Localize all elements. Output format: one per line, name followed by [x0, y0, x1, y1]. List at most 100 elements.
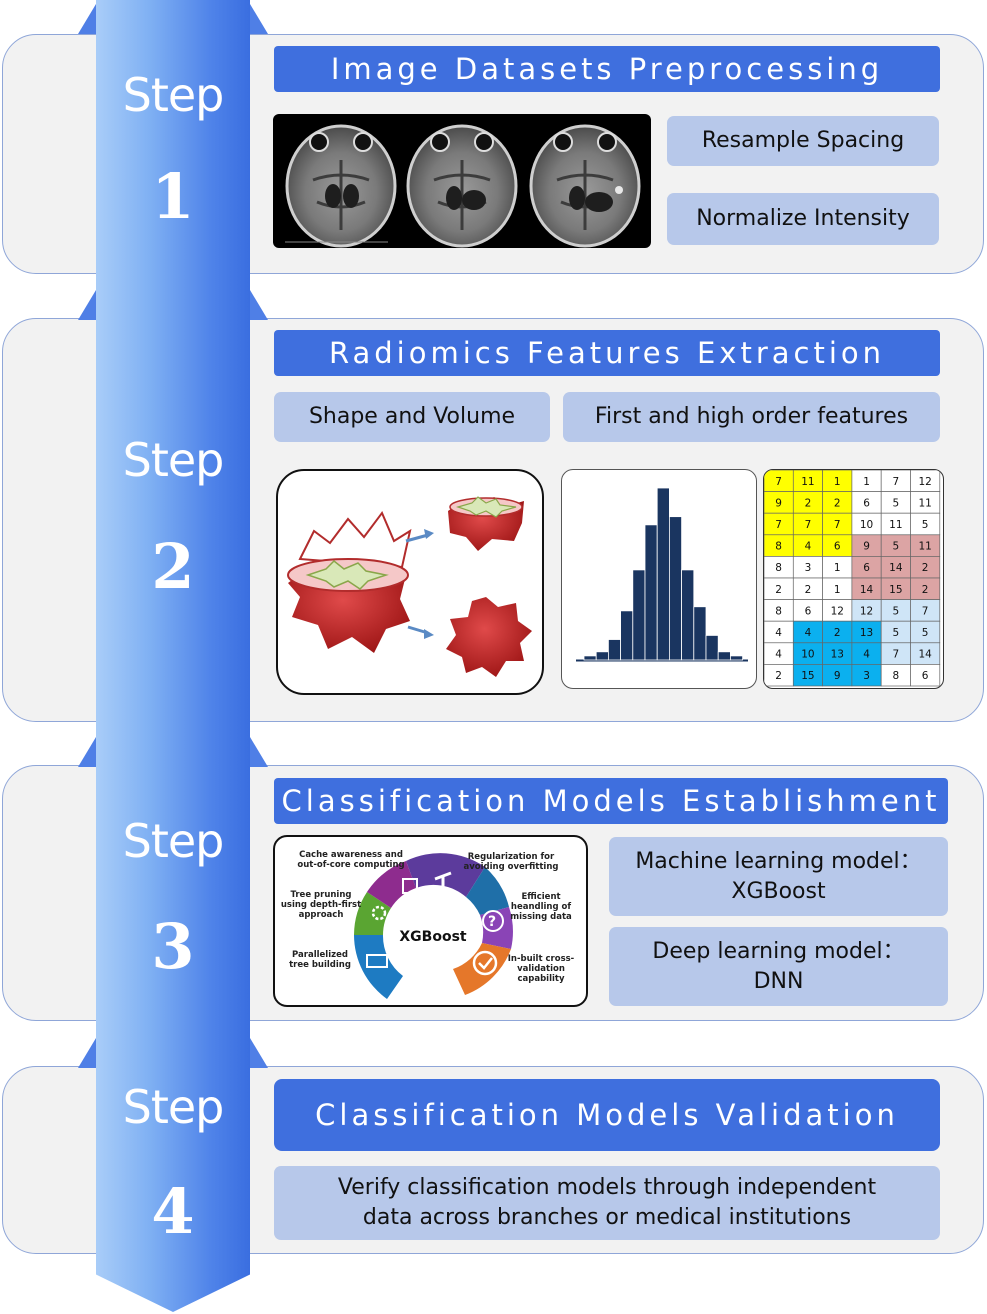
matrix-cell-value: 14 — [860, 584, 874, 596]
feature-parallel-2: tree building — [289, 960, 351, 970]
normalize-intensity-item: Normalize Intensity — [667, 193, 939, 245]
arrow-1-left-wing — [78, 4, 96, 34]
matrix-cell-value: 8 — [893, 670, 900, 682]
matrix-cell-value: 7 — [775, 519, 782, 531]
matrix-cell-value: 9 — [863, 541, 870, 553]
matrix-cell-value: 13 — [860, 627, 873, 639]
xgboost-segment-6 — [453, 943, 511, 995]
matrix-cell-value: 5 — [893, 497, 900, 509]
arrow-3-left-wing — [78, 737, 96, 767]
matrix-cell-value: 8 — [775, 541, 782, 553]
feature-crossval-3: capability — [517, 974, 564, 984]
matrix-cell-value: 14 — [889, 562, 903, 574]
matrix-cell-value: 9 — [834, 670, 841, 682]
machine-learning-model-item: Machine learning model： XGBoost — [609, 837, 948, 916]
validation-line-2: data across branches or medical institut… — [362, 1205, 852, 1230]
arrow-1-right-wing — [250, 4, 268, 34]
step-2-word: Step — [122, 433, 225, 487]
matrix-cell-value: 11 — [918, 541, 931, 553]
xgboost-segment-2 — [367, 861, 416, 908]
question-icon — [482, 910, 504, 932]
step-4-word: Step — [122, 1080, 225, 1134]
monitor-icon — [366, 954, 388, 968]
mri-image-strip — [273, 114, 651, 248]
feature-crossval-1: In-built cross- — [508, 954, 575, 964]
histogram-bar — [681, 569, 695, 661]
shape-volume-diagram — [287, 496, 532, 677]
validation-description-item: Verify classification models through ind… — [274, 1166, 940, 1240]
step-1-arrow — [96, 0, 250, 330]
step-1-word: Step — [122, 68, 225, 122]
arrow-2-left-wing — [78, 290, 96, 320]
histogram-bar — [656, 487, 670, 661]
resample-spacing-item: Resample Spacing — [667, 116, 939, 166]
gavel-icon — [434, 871, 452, 893]
matrix-cell-value: 13 — [831, 649, 844, 661]
matrix-cell-value: 6 — [863, 562, 870, 574]
feature-cache-2: out-of-core computing — [297, 860, 404, 870]
histogram-bar — [693, 606, 707, 661]
histogram-bar — [644, 524, 658, 661]
first-high-order-features-item: First and high order features — [563, 392, 940, 442]
step-4-arrow — [96, 1034, 250, 1312]
matrix-cell-value: 4 — [805, 541, 812, 553]
xgboost-illustration: ? XGBoost Cache awareness and out-of-cor… — [273, 835, 588, 1007]
shape-illustration — [276, 469, 544, 695]
shape-volume-item: Shape and Volume — [274, 392, 550, 442]
matrix-cell-value: 3 — [863, 670, 870, 682]
matrix-cell-value: 2 — [775, 584, 782, 596]
feature-parallel-1: Parallelized — [292, 950, 348, 960]
arrow-3-right-wing — [250, 737, 268, 767]
matrix-cell-value: 7 — [775, 476, 782, 488]
matrix-cell-value: 2 — [775, 670, 782, 682]
step-3-arrow — [96, 733, 250, 1078]
matrix-cell-value: 2 — [922, 584, 929, 596]
matrix-cell — [910, 664, 941, 687]
matrix-cell-value: 7 — [922, 605, 929, 617]
dl-model-line-1: Deep learning model： — [652, 938, 905, 964]
matrix-cell-value: 7 — [893, 476, 900, 488]
step-3-number: 3 — [151, 910, 195, 983]
ml-model-line-2: XGBoost — [731, 878, 826, 904]
ml-model-line-1: Machine learning model： — [635, 848, 922, 874]
step-3-title: Classification Models Establishment — [274, 778, 948, 824]
matrix-cell-value: 7 — [805, 519, 812, 531]
step-3-word: Step — [122, 814, 225, 868]
matrix-cell-value: 1 — [834, 584, 841, 596]
xgboost-segment-5 — [480, 907, 513, 949]
arrow-4-left-wing — [78, 1038, 96, 1068]
matrix-cell-value: 12 — [831, 605, 844, 617]
matrix-cell-value: 5 — [893, 541, 900, 553]
volume-shape — [446, 597, 532, 677]
mri-slice-3 — [529, 124, 641, 248]
step-1-number: 1 — [151, 160, 195, 233]
feature-crossval-2: validation — [517, 964, 565, 974]
validation-line-1: Verify classification models through ind… — [337, 1175, 877, 1200]
check-icon — [472, 950, 498, 976]
step-2-arrow — [96, 286, 250, 778]
matrix-cell-value: 15 — [801, 670, 814, 682]
histogram-bar — [608, 639, 622, 661]
matrix-cell-value: 5 — [922, 519, 929, 531]
arrow-to-slice-icon — [405, 529, 434, 543]
feature-regularization-1: Regularization for — [468, 852, 555, 862]
matrix-cell-value: 10 — [860, 519, 873, 531]
xgboost-diagram: ? XGBoost Cache awareness and out-of-cor… — [281, 850, 575, 999]
matrix-cell-value: 9 — [775, 497, 782, 509]
gear-icon — [371, 905, 387, 921]
feature-pruning-1: Tree pruning — [291, 890, 352, 900]
arrow-4-right-wing — [250, 1038, 268, 1068]
matrix-cell-value: 4 — [775, 649, 782, 661]
matrix-cell-value: 1 — [834, 476, 841, 488]
step-2-number: 2 — [151, 530, 195, 603]
xgboost-center-label: XGBoost — [399, 929, 467, 945]
histogram-bar — [620, 610, 634, 661]
matrix-cell-value: 8 — [775, 605, 782, 617]
feature-missing-2: heandling of — [511, 902, 571, 912]
matrix-cell-value: 6 — [863, 497, 870, 509]
mri-brain-slices — [285, 124, 641, 248]
histogram-bar — [595, 651, 609, 661]
matrix-cell-value: 6 — [805, 605, 812, 617]
